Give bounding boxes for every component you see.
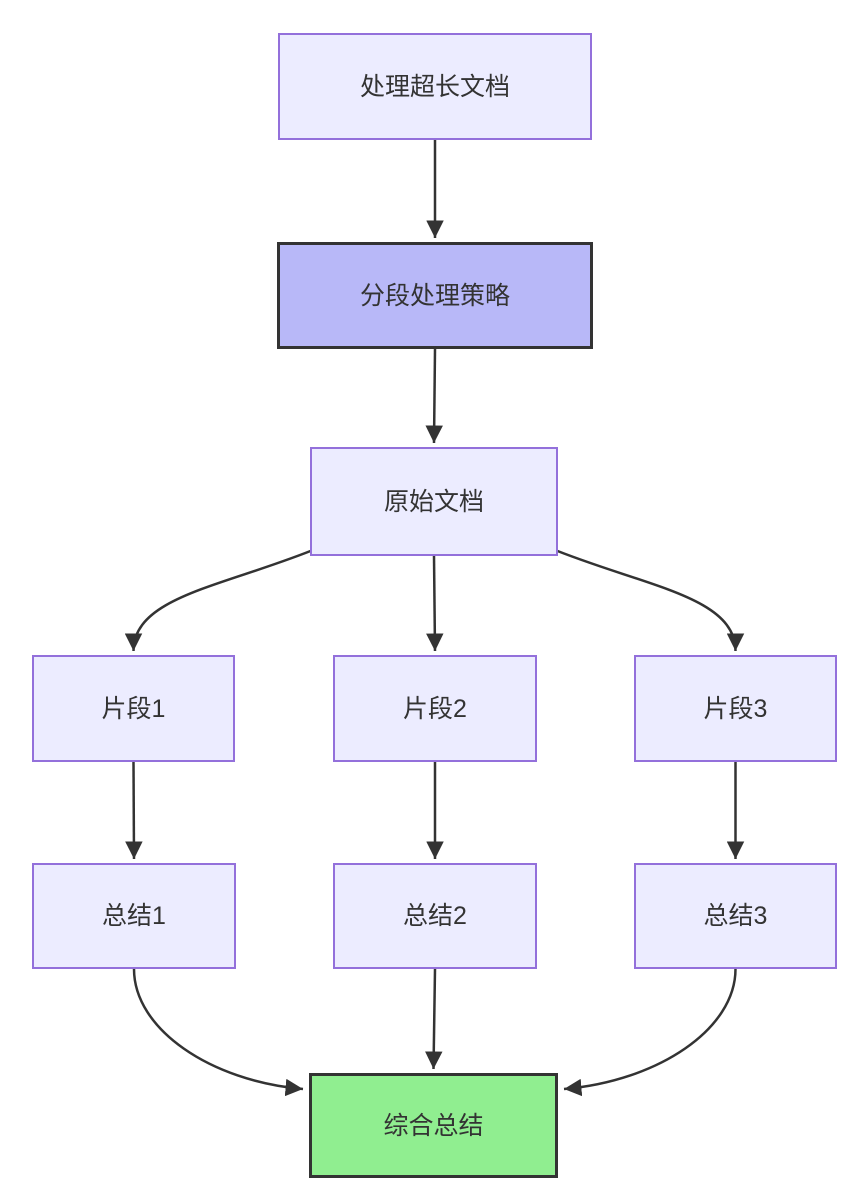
node-label-original: 原始文档 [383, 487, 484, 516]
node-label-seg2: 片段2 [403, 694, 467, 723]
node-label-seg3: 片段3 [703, 694, 768, 723]
node-label-sum1: 总结1 [102, 902, 166, 930]
edge-group [124, 140, 745, 1097]
edge-sum3-to-final [563, 968, 737, 1097]
node-label-task: 处理超长文档 [359, 72, 510, 101]
edge-original-to-seg1 [124, 546, 319, 652]
node-label-final: 综合总结 [383, 1111, 484, 1140]
edge-original-to-seg3 [549, 546, 745, 652]
node-task: 处理超长文档 [278, 33, 592, 140]
node-sum2: 总结2 [333, 863, 537, 969]
node-label-sum2: 总结2 [403, 902, 467, 930]
node-seg1: 片段1 [32, 655, 235, 762]
edge-sum2-to-final [425, 968, 443, 1070]
node-label-seg1: 片段1 [101, 694, 166, 723]
edge-original-to-seg2 [426, 555, 444, 652]
edge-seg1-to-sum1 [125, 761, 143, 860]
edge-strategy-to-original [425, 348, 443, 444]
node-final: 综合总结 [309, 1073, 558, 1178]
node-label-sum3: 总结3 [703, 902, 768, 930]
node-seg3: 片段3 [634, 655, 837, 762]
node-original: 原始文档 [310, 447, 558, 556]
node-sum1: 总结1 [32, 863, 236, 969]
node-seg2: 片段2 [333, 655, 537, 762]
edge-sum1-to-final [132, 968, 304, 1097]
node-sum3: 总结3 [634, 863, 837, 969]
node-strategy: 分段处理策略 [277, 242, 593, 349]
node-label-strategy: 分段处理策略 [359, 281, 510, 310]
